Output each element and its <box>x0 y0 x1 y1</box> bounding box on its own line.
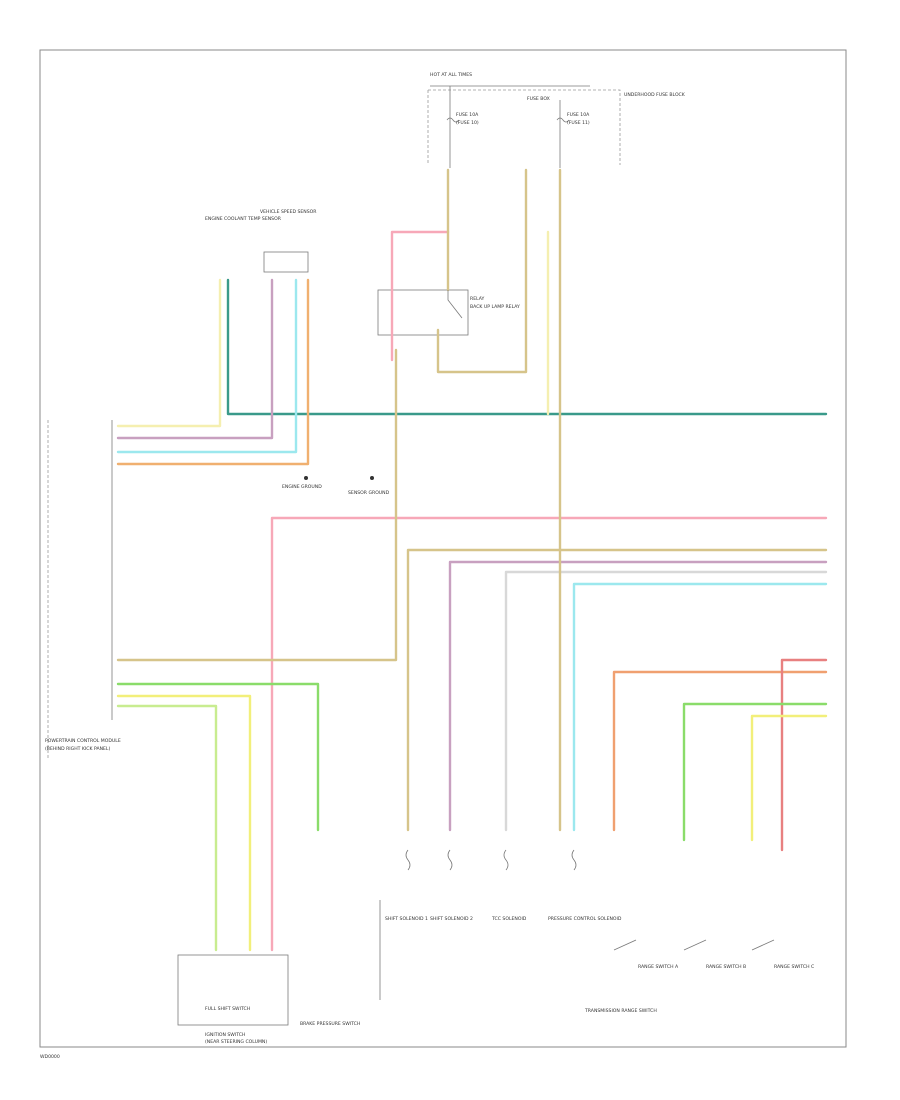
brake-pressure-label: BRAKE PRESSURE SWITCH <box>300 1021 360 1027</box>
ignition-switch-sub-label: (NEAR STEERING COLUMN) <box>205 1039 267 1045</box>
wire-green-left <box>116 682 320 832</box>
full-shift-switch-label: FULL SHIFT SWITCH <box>205 1006 250 1012</box>
pressure-solenoid-coil <box>571 849 577 871</box>
solenoid-2-coil <box>447 849 453 871</box>
wire-orange <box>116 278 310 466</box>
wire-tan-upper <box>406 548 828 832</box>
wire-teal <box>226 278 828 416</box>
wire-lightgreen-left <box>116 704 218 952</box>
wire-yellow-right <box>750 714 828 842</box>
speed-sensor-box <box>263 251 309 273</box>
diagram-frame <box>39 49 847 1048</box>
footer-code: WD0000 <box>40 1054 60 1060</box>
wire-lightyellow-sensor <box>116 278 222 428</box>
engine-ground-dot <box>304 476 308 480</box>
range-switch-2-label: RANGE SWITCH B <box>706 964 746 970</box>
wire-salmon <box>612 670 828 832</box>
fuse-left-label: FUSE 10A <box>456 112 479 118</box>
wire-pink-relay <box>390 230 450 362</box>
full-shift-switch-box <box>177 954 289 1026</box>
relay-contact <box>447 290 463 319</box>
wire-green-right <box>682 702 828 842</box>
speed-sensor-label: VEHICLE SPEED SENSOR <box>260 209 317 215</box>
solenoid-2-label: SHIFT SOLENOID 2 <box>430 916 473 922</box>
fuse-left-id: (FUSE 10) <box>456 120 479 126</box>
wire-tan-fuse-right <box>436 168 528 374</box>
wire-yellow-left <box>116 694 252 952</box>
wire-cyan-left <box>116 278 298 454</box>
ignition-switch-label: IGNITION SWITCH <box>205 1032 245 1038</box>
fuse-left-symbol <box>446 117 460 123</box>
range-switches <box>613 939 775 951</box>
fuse-box-label: FUSE BOX <box>527 96 550 102</box>
wire-violet-sensor <box>116 278 274 440</box>
relay-detail-label: BACK UP LAMP RELAY <box>470 304 520 310</box>
wire-tan-left <box>116 348 398 662</box>
tcc-solenoid-label: TCC SOLENOID <box>491 916 527 922</box>
solenoid-1-label: SHIFT SOLENOID 1 <box>385 916 428 922</box>
sensor-ground-dot <box>370 476 374 480</box>
wire-violet <box>448 560 828 832</box>
relay-label: RELAY <box>470 296 485 302</box>
solenoid-1-coil <box>405 849 411 871</box>
wire-cyan-right <box>572 582 828 832</box>
hot-at-all-times-label: HOT AT ALL TIMES <box>430 72 472 78</box>
pressure-solenoid-label: PRESSURE CONTROL SOLENOID <box>548 916 622 922</box>
fuse-right-id: (FUSE 11) <box>567 120 590 126</box>
wire-red <box>780 658 828 852</box>
fuse-box-outline <box>427 89 621 165</box>
fuse-right-symbol <box>556 117 570 123</box>
trans-assembly-label: TRANSMISSION RANGE SWITCH <box>584 1008 657 1014</box>
fuse-right-label: FUSE 10A <box>567 112 590 118</box>
relay-box <box>377 289 469 336</box>
pcm-sub-label: (BEHIND RIGHT KICK PANEL) <box>45 746 110 752</box>
engine-sensor-label: ENGINE COOLANT TEMP SENSOR <box>205 216 282 222</box>
wire-pink-long <box>270 516 828 952</box>
engine-ground-label: ENGINE GROUND <box>282 484 322 490</box>
range-switch-1-label: RANGE SWITCH A <box>638 964 679 970</box>
underhood-fuse-box-label: UNDERHOOD FUSE BLOCK <box>624 92 686 98</box>
range-switch-3-label: RANGE SWITCH C <box>774 964 814 970</box>
wire-gray <box>504 570 828 832</box>
pcm-label: POWERTRAIN CONTROL MODULE <box>45 738 121 744</box>
tcc-solenoid-coil <box>503 849 509 871</box>
sensor-ground-label: SENSOR GROUND <box>348 490 390 496</box>
